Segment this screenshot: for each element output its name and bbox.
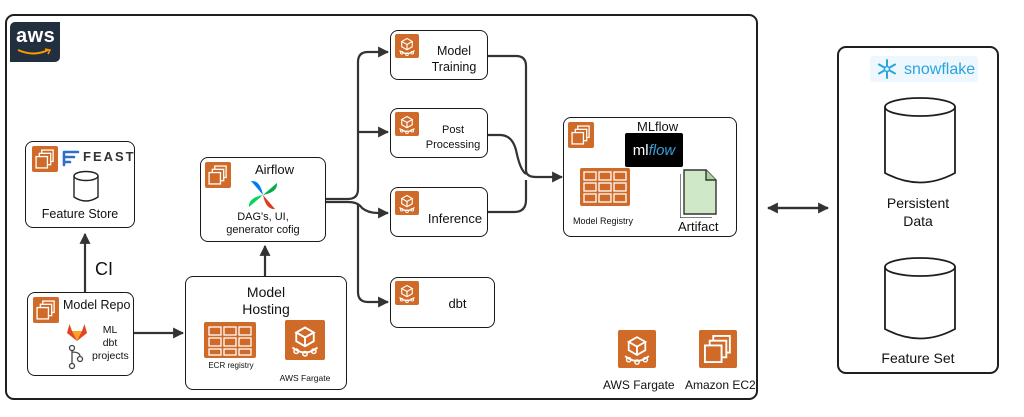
aws-logo-text: aws <box>16 25 56 47</box>
feature-store-label: Feature Store <box>41 207 119 221</box>
gitlab-icon <box>67 324 87 341</box>
ecr-registry-icon <box>204 322 256 358</box>
post-processing-line2: Processing <box>425 139 481 151</box>
fargate-icon <box>395 191 419 215</box>
model-training-line2: Training <box>431 60 477 74</box>
database-cylinder-icon <box>73 170 99 202</box>
mlflow-logo: mlflow <box>625 133 683 167</box>
snowflake-brand: snowflake <box>904 61 976 78</box>
fargate-icon <box>618 330 656 368</box>
inference-label: Inference <box>427 211 483 226</box>
database-cylinder-icon <box>884 97 956 184</box>
fargate-icon <box>395 34 419 58</box>
snowflake-logo: snowflake <box>870 56 978 82</box>
mlflow-logo-prefix: ml <box>632 142 649 159</box>
persistent-data-line1: Persistent <box>886 195 950 211</box>
fargate-icon <box>285 320 325 360</box>
feast-brand: FEAST <box>83 149 136 164</box>
legend-fargate-label: AWS Fargate <box>603 378 675 392</box>
git-branch-icon <box>68 344 84 370</box>
airflow-icon <box>248 180 278 210</box>
ecr-registry-label: ECR registry <box>208 361 254 370</box>
model-hosting-title-line1: Model <box>246 284 286 300</box>
aws-logo: aws <box>10 22 60 62</box>
model-repo-item-ml: ML <box>102 324 118 336</box>
aws-fargate-label: AWS Fargate <box>279 373 331 383</box>
feast-icon <box>62 150 80 167</box>
model-registry-label: Model Registry <box>573 216 634 226</box>
persistent-data-line2: Data <box>903 213 933 229</box>
airflow-desc-line1: DAG's, UI, <box>237 211 289 223</box>
ec2-icon <box>568 122 594 148</box>
post-processing-line1: Post <box>441 124 464 136</box>
snowflake-icon <box>878 59 896 79</box>
airflow-desc-line2: generator cofig <box>226 224 300 236</box>
legend-ec2-label: Amazon EC2 <box>685 378 756 392</box>
artifact-label: Artifact <box>678 219 719 234</box>
feature-set-label: Feature Set <box>881 350 955 366</box>
model-repo-item-dbt: dbt <box>102 337 118 349</box>
database-cylinder-icon <box>884 257 956 340</box>
dbt-label: dbt <box>448 296 467 311</box>
ec2-icon <box>32 146 58 172</box>
model-training-line1: Model <box>436 44 472 58</box>
ec2-icon <box>205 162 231 188</box>
ec2-icon <box>33 297 59 323</box>
airflow-title: Airflow <box>255 162 295 177</box>
model-registry-icon <box>580 168 630 206</box>
mlflow-logo-suffix: flow <box>648 142 676 159</box>
model-hosting-title-line2: Hosting <box>242 301 290 317</box>
mlflow-title: MLflow <box>637 119 679 134</box>
artifact-icon <box>680 169 717 218</box>
model-repo-item-projects: projects <box>92 350 129 362</box>
model-repo-title: Model Repo <box>63 298 131 312</box>
ci-label: CI <box>95 259 113 279</box>
fargate-icon <box>395 112 419 136</box>
ec2-icon <box>699 330 737 368</box>
fargate-icon <box>395 281 419 305</box>
